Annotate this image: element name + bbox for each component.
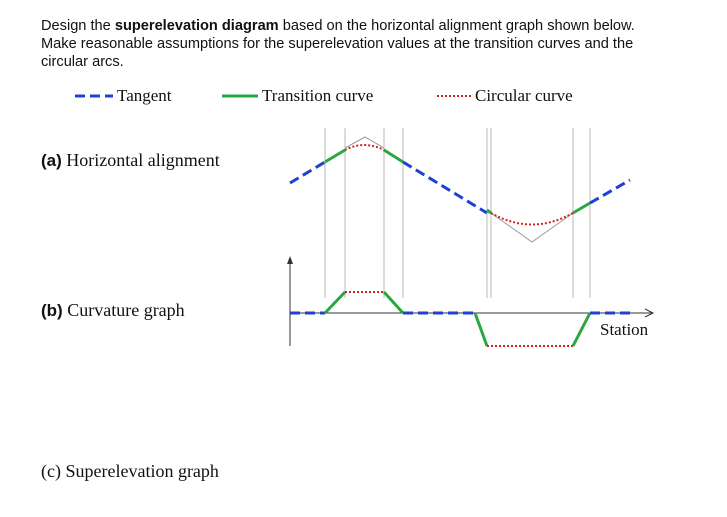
- question-text: Design the superelevation diagram based …: [41, 18, 635, 70]
- curvature-x-arrow: [644, 308, 655, 318]
- curvature-transition: [382, 290, 405, 315]
- curvature-transition: [571, 312, 592, 347]
- legend-tangent: Tangent: [75, 86, 172, 106]
- alignment-transition: [324, 148, 346, 164]
- question-emphasis: superelevation diagram: [114, 18, 279, 34]
- alignment-tangent: [289, 160, 326, 185]
- curvature-transition: [323, 290, 347, 315]
- legend: Tangent Transition curve Circular curve: [0, 86, 727, 108]
- alignment-transition: [572, 201, 591, 215]
- alignment-transition: [383, 148, 404, 164]
- circular-swatch: [437, 95, 471, 97]
- station-guides: [324, 128, 591, 298]
- alignment-transition: [486, 208, 492, 215]
- tangent-swatch: [75, 94, 113, 98]
- alignment-circular-arc: [344, 144, 385, 151]
- curvature-y-arrow: [287, 256, 293, 264]
- legend-transition: Transition curve: [222, 86, 373, 106]
- curvature-transition: [473, 312, 489, 347]
- station-axis-label: Station: [600, 320, 649, 339]
- legend-circular: Circular curve: [437, 86, 573, 106]
- label-superelevation-graph: (c) Superelevation graph: [41, 461, 219, 481]
- pi-tangent-sag: [490, 212, 574, 243]
- alignment-circular-arc: [490, 212, 574, 226]
- alignment-tangent: [402, 160, 488, 215]
- label-horizontal-alignment: (a) Horizontal alignment: [41, 150, 220, 170]
- label-curvature-graph: (b) Curvature graph: [41, 300, 185, 320]
- pi-tangent-crest: [344, 136, 385, 149]
- transition-swatch: [222, 94, 258, 98]
- alignment-tangent: [589, 178, 631, 205]
